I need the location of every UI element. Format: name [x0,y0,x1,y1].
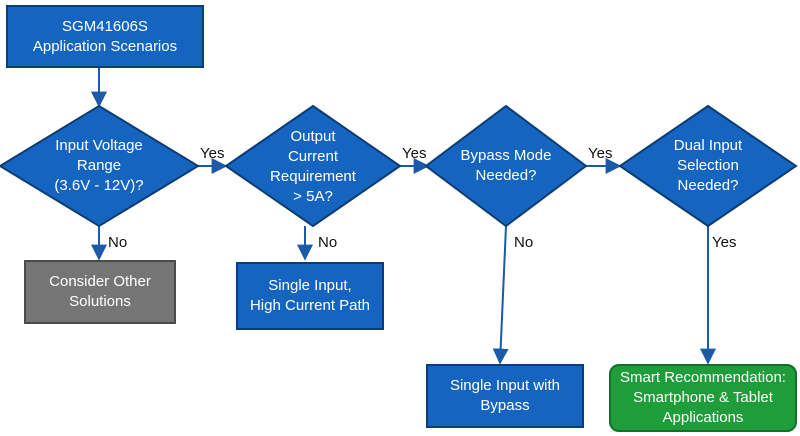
decision-dual-diamond [618,104,798,228]
decision-bypass-text: Bypass Mode Needed? [460,147,552,184]
result-bypass: Single Input with Bypass [426,364,584,428]
label-voltage-no: No [108,234,128,251]
start-box: SGM41606S Application Scenarios [6,5,204,68]
label-bypass-yes: Yes [588,145,613,162]
decision-voltage-text: Input Voltage Range (3.6V - 12V)? [54,137,144,194]
result-smart-recommendation: Smart Recommendation: Smartphone & Table… [609,364,797,432]
label-bypass-no: No [514,234,534,251]
result-other-solutions: Consider Other Solutions [24,260,176,324]
decision-voltage-diamond [0,104,200,228]
result-high-current: Single Input, High Current Path [236,262,384,330]
decision-current-diamond [224,104,402,228]
label-voltage-yes: Yes [200,145,225,162]
label-current-no: No [318,234,338,251]
decision-current-text: Output Current Requirement > 5A? [270,128,356,205]
arrow-bypass-to-result [492,225,509,365]
label-dual-yes: Yes [712,234,737,251]
decision-dual-text: Dual Input Selection Needed? [673,137,743,194]
label-current-yes: Yes [402,145,427,162]
decision-bypass-diamond [424,104,588,228]
